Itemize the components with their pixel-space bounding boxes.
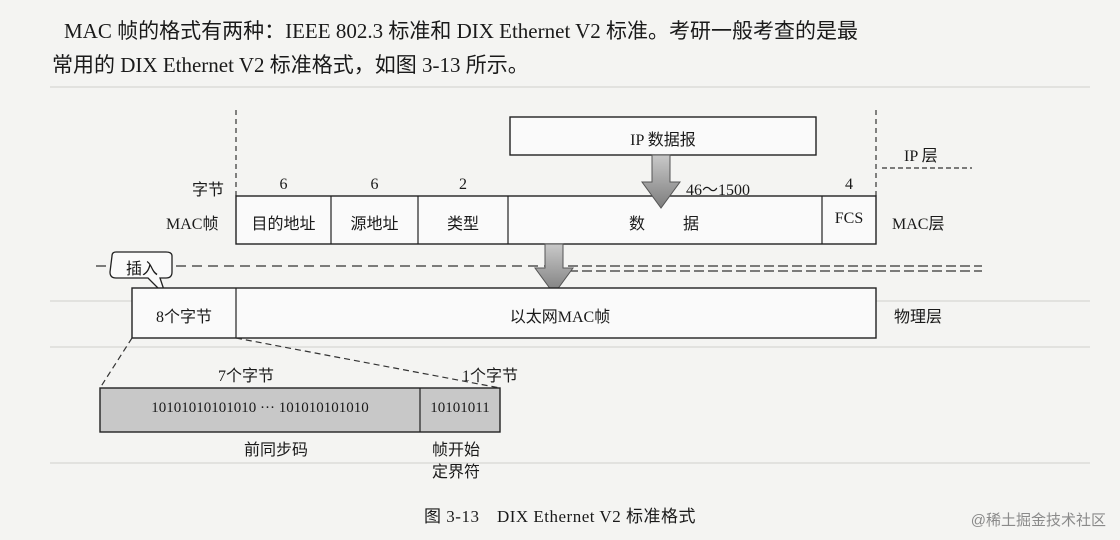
ip-layer-label: IP 层 bbox=[904, 148, 938, 165]
field-bytes: 46～1500 bbox=[686, 182, 751, 199]
zoom-line-right bbox=[235, 337, 501, 389]
physical-frame-box bbox=[131, 287, 877, 339]
insert-label: 插入 bbox=[125, 261, 158, 278]
bytes-row-label: 字节 bbox=[192, 182, 225, 199]
one-byte-label: 1个字节 bbox=[462, 368, 519, 385]
mac-layer-label: MAC层 bbox=[892, 216, 945, 233]
ip-datagram-box bbox=[509, 116, 817, 156]
insert-callout bbox=[109, 251, 173, 297]
mac-frame-box bbox=[235, 195, 877, 245]
encapsulate-arrow-icon bbox=[641, 154, 681, 209]
ethernet-mac-frame-label: 以太网MAC帧 bbox=[509, 309, 611, 326]
preamble-total-bytes: 8个字节 bbox=[155, 309, 212, 326]
sfd-name-line-1: 帧开始 bbox=[432, 442, 481, 459]
mac-frame-label: MAC帧 bbox=[166, 216, 219, 233]
bleed-line bbox=[50, 346, 1090, 348]
bleed-line bbox=[50, 86, 1090, 88]
field-bytes: 6 bbox=[279, 176, 288, 193]
field-fcs: FCS bbox=[834, 210, 864, 227]
zoom-line-left bbox=[99, 337, 133, 389]
sfd-bits: 10101011 bbox=[430, 400, 490, 416]
preamble-bits: 10101010101010 ··· 101010101010 bbox=[151, 400, 369, 416]
ip-datagram-label: IP 数据报 bbox=[630, 132, 696, 149]
intro-line-1: MAC 帧的格式有两种：IEEE 802.3 标准和 DIX Ethernet … bbox=[64, 19, 859, 43]
sfd-name-line-2: 定界符 bbox=[432, 464, 481, 481]
field-data: 数 据 bbox=[628, 216, 701, 233]
field-type: 类型 bbox=[446, 216, 479, 233]
field-bytes: 2 bbox=[459, 176, 467, 193]
field-bytes: 6 bbox=[370, 176, 379, 193]
physical-layer-label: 物理层 bbox=[894, 309, 943, 326]
figure-caption: 图 3-13 DIX Ethernet V2 标准格式 bbox=[424, 507, 696, 526]
preamble-name: 前同步码 bbox=[244, 442, 309, 459]
field-src-address: 源地址 bbox=[350, 216, 399, 233]
field-bytes: 4 bbox=[845, 176, 853, 193]
physical-arrow-icon bbox=[534, 243, 574, 295]
watermark: @稀土掘金技术社区 bbox=[970, 512, 1106, 529]
field-dest-address: 目的地址 bbox=[251, 216, 316, 233]
intro-line-2: 常用的 DIX Ethernet V2 标准格式，如图 3-13 所示。 bbox=[52, 53, 529, 77]
preamble-detail-box bbox=[99, 387, 501, 433]
seven-bytes-label: 7个字节 bbox=[218, 368, 275, 385]
intro-paragraph: MAC 帧的格式有两种：IEEE 802.3 标准和 DIX Ethernet … bbox=[52, 14, 1092, 82]
bleed-line bbox=[50, 462, 1090, 464]
